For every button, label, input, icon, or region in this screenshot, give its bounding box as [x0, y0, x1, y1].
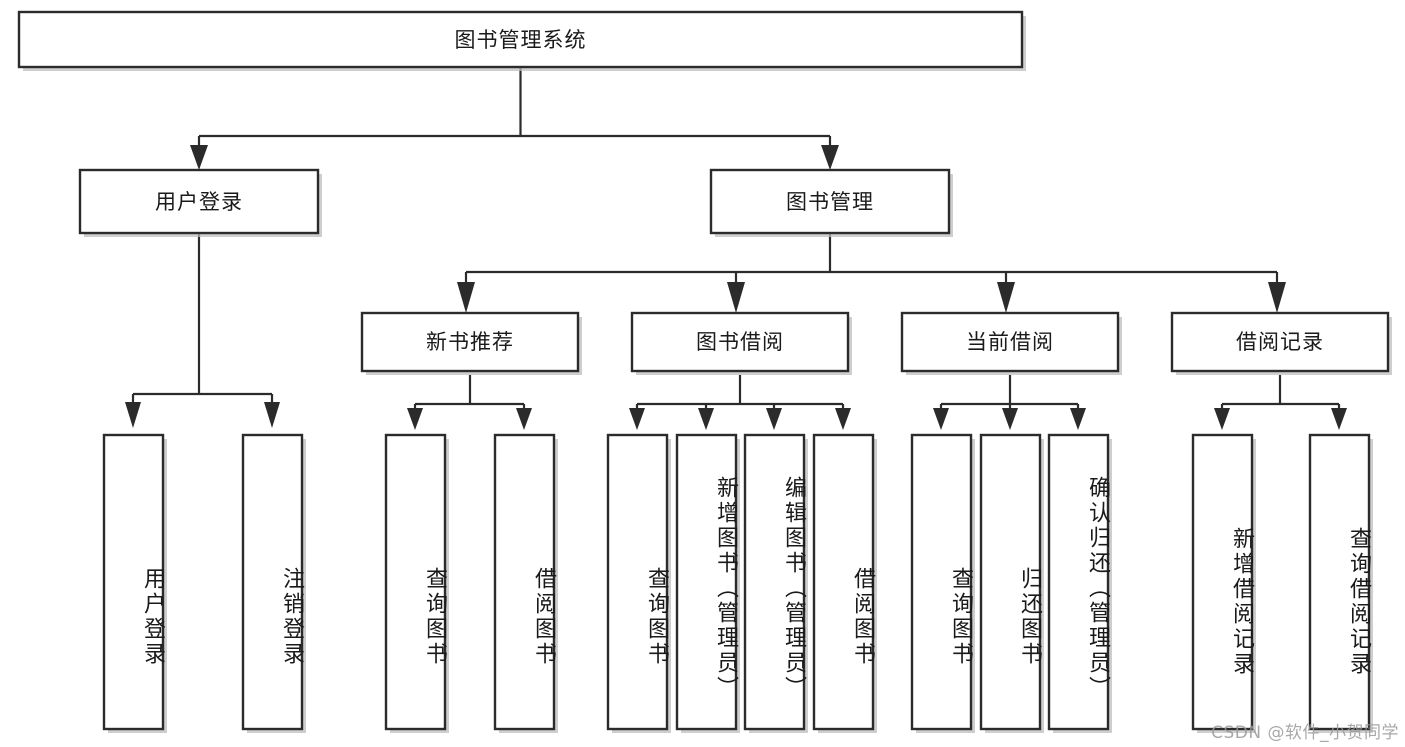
leaf-new-book-1[interactable]: [384, 433, 449, 733]
leaf-borrow-record-2-rect: [1308, 433, 1371, 731]
arrow-nb-leaf-2: [516, 408, 532, 430]
arrow-bm-to-borrow-record: [1268, 282, 1286, 313]
leaf-current-borrow-1[interactable]: [910, 433, 975, 733]
leaf-current-borrow-2[interactable]: [979, 433, 1044, 733]
leaf-book-borrow-1[interactable]: [606, 433, 671, 733]
arrow-nb-leaf-1: [407, 408, 423, 430]
node-root[interactable]: 图书管理系统: [17, 10, 1026, 71]
watermark-text: CSDN @软件_小贺同学: [1211, 723, 1399, 743]
leaf-user-login-2-rect: [241, 433, 304, 731]
leaf-book-borrow-3[interactable]: [743, 433, 808, 733]
edge-group-borrow-record: [1214, 375, 1347, 430]
edge-group-user-login: [125, 233, 280, 428]
node-borrow-record-label: 借阅记录: [1236, 330, 1324, 354]
edge-group-book-borrow: [629, 375, 851, 430]
leaf-borrow-record-1-rect: [1191, 433, 1254, 731]
leaf-book-borrow-4[interactable]: [812, 433, 877, 733]
leaf-new-book-2-rect: [493, 433, 556, 731]
arrow-br-leaf-2: [1331, 408, 1347, 430]
node-book-borrow-rect: [630, 311, 850, 373]
edge-group-book-manage: [457, 233, 1286, 313]
node-new-book-label: 新书推荐: [426, 330, 514, 354]
leaf-new-book-1-rect: [384, 433, 447, 731]
node-new-book-rect: [360, 311, 580, 373]
arrow-ul-leaf-1: [125, 402, 141, 428]
arrow-bb-leaf-1: [629, 408, 645, 430]
node-borrow-record-rect: [1170, 311, 1390, 373]
arrow-ul-leaf-2: [264, 402, 280, 428]
arrow-cb-leaf-2: [1002, 408, 1018, 430]
leaf-book-borrow-2[interactable]: [675, 433, 740, 733]
leaf-current-borrow-3[interactable]: [1047, 433, 1112, 733]
arrow-cb-leaf-3: [1070, 408, 1086, 430]
edge-group-new-book: [407, 375, 532, 430]
node-book-borrow[interactable]: 图书借阅: [630, 311, 852, 375]
node-user-login-rect: [78, 168, 320, 235]
node-user-login-label: 用户登录: [155, 190, 243, 214]
arrow-cb-leaf-1: [933, 408, 949, 430]
leaf-book-borrow-3-rect: [743, 433, 806, 731]
leaf-current-borrow-1-rect: [910, 433, 973, 731]
leaf-borrow-record-1[interactable]: [1191, 433, 1256, 733]
node-root-rect: [17, 10, 1024, 69]
arrow-bm-to-new-book: [457, 282, 475, 313]
leaf-user-login-1-rect: [102, 433, 165, 731]
node-borrow-record[interactable]: 借阅记录: [1170, 311, 1392, 375]
leaf-current-borrow-3-rect: [1047, 433, 1110, 731]
leaf-user-login-1[interactable]: [102, 433, 167, 733]
node-book-borrow-label: 图书借阅: [696, 330, 784, 354]
arrow-root-to-book-manage: [821, 145, 839, 170]
node-book-manage-label: 图书管理: [786, 190, 874, 214]
node-current-borrow-label: 当前借阅: [966, 330, 1054, 354]
node-root-label: 图书管理系统: [455, 28, 587, 52]
node-user-login[interactable]: 用户登录: [78, 168, 322, 237]
node-current-borrow[interactable]: 当前借阅: [900, 311, 1122, 375]
edge-group-current-borrow: [933, 375, 1086, 430]
arrow-bb-leaf-2: [698, 408, 714, 430]
arrow-bm-to-current-borrow: [997, 282, 1015, 313]
leaf-new-book-2[interactable]: [493, 433, 558, 733]
edge-group-root: [190, 67, 839, 170]
arrow-br-leaf-1: [1214, 408, 1230, 430]
arrow-bb-leaf-3: [766, 408, 782, 430]
node-book-manage-rect: [709, 168, 951, 235]
node-current-borrow-rect: [900, 311, 1120, 373]
node-book-manage[interactable]: 图书管理: [709, 168, 953, 237]
node-new-book[interactable]: 新书推荐: [360, 311, 582, 375]
leaf-book-borrow-1-rect: [606, 433, 669, 731]
arrow-bm-to-book-borrow: [727, 282, 745, 313]
leaf-borrow-record-2[interactable]: [1308, 433, 1373, 733]
leaf-book-borrow-4-rect: [812, 433, 875, 731]
leaf-book-borrow-2-rect: [675, 433, 738, 731]
leaf-user-login-2[interactable]: [241, 433, 306, 733]
arrow-root-to-user-login: [190, 145, 208, 170]
arrow-bb-leaf-4: [835, 408, 851, 430]
leaf-current-borrow-2-rect: [979, 433, 1042, 731]
